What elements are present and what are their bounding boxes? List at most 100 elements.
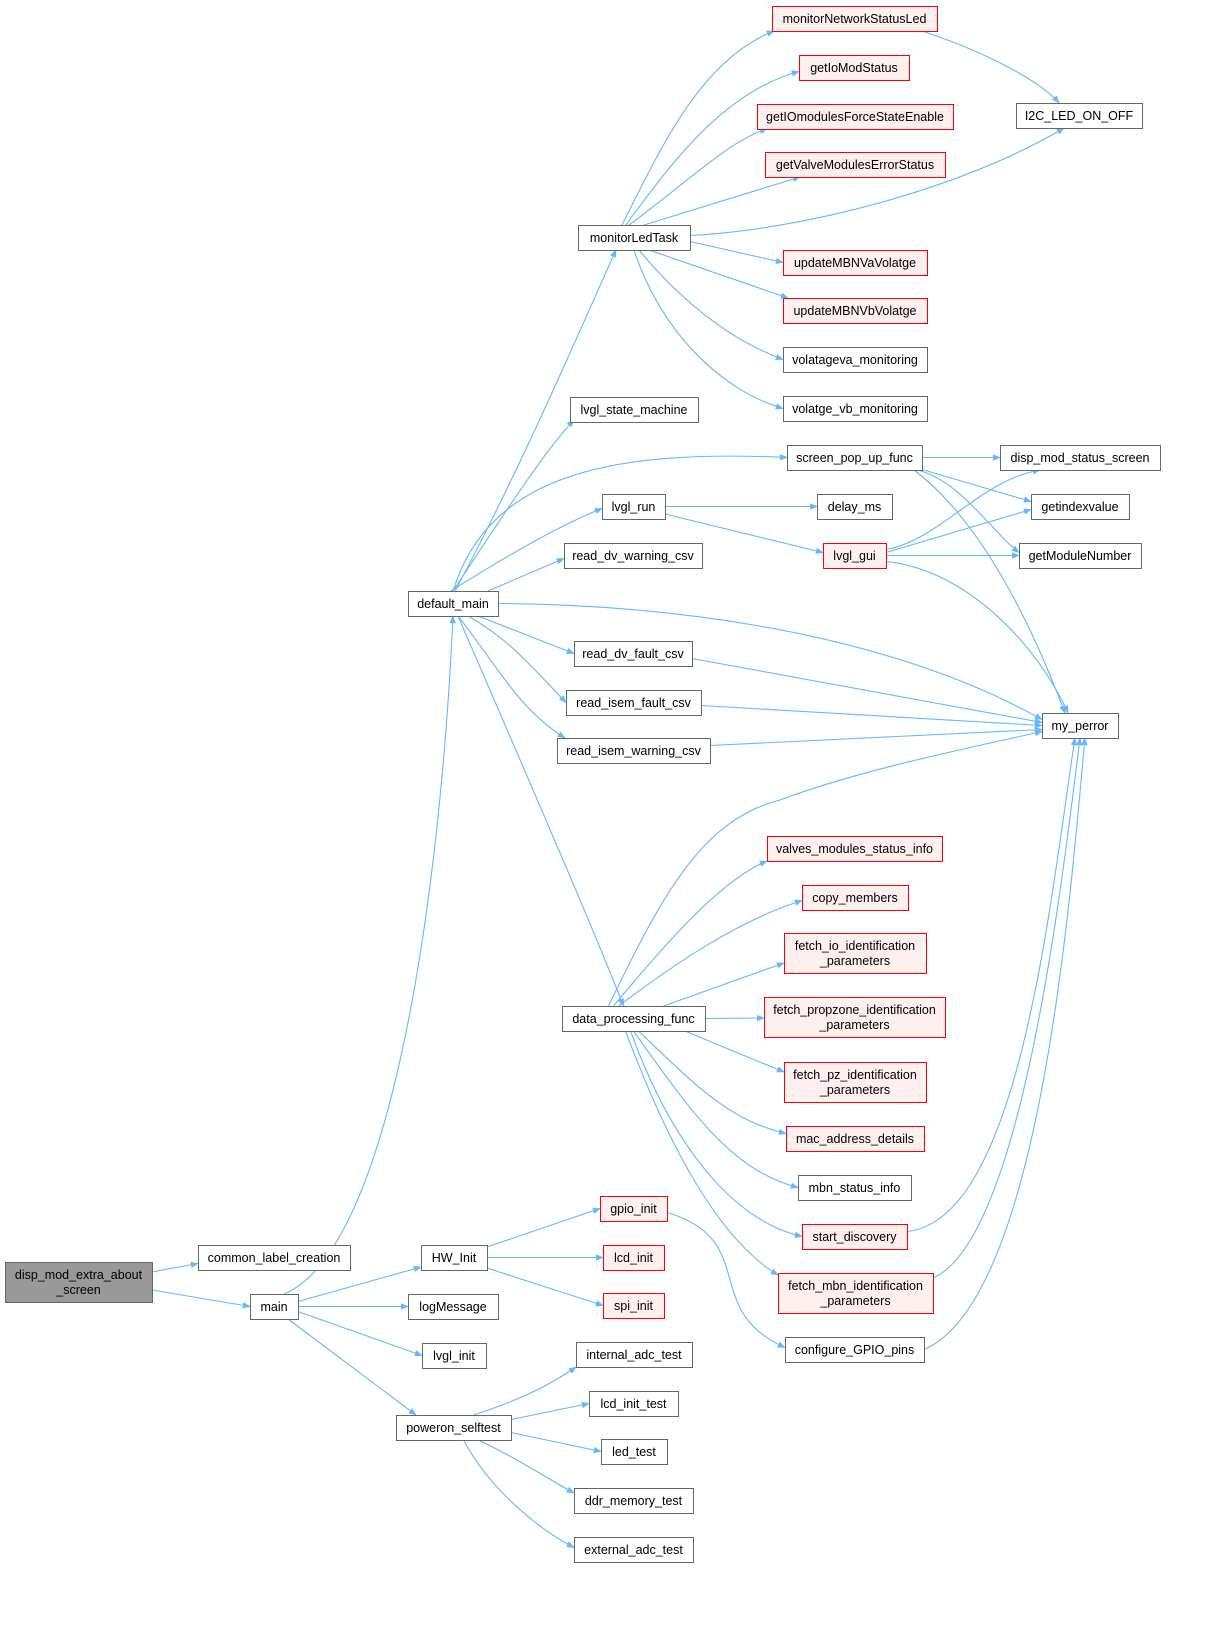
- node-data-processing-func[interactable]: data_processing_func: [562, 1006, 706, 1032]
- node-box: [564, 543, 703, 569]
- node-box: [783, 250, 928, 276]
- edge-data_processing_func-to-mbn_status_info: [633, 1030, 799, 1189]
- node-getvalvemoduleserrorstatus[interactable]: getValveModulesErrorStatus: [765, 152, 946, 178]
- node-volatageva-monitoring[interactable]: volatageva_monitoring: [783, 347, 928, 373]
- node-fetch-propzone-identification-parameters[interactable]: fetch_propzone_identification_parameters: [764, 997, 946, 1038]
- node-logmessage[interactable]: logMessage: [408, 1294, 499, 1320]
- edge-default_main-to-monitorLedTask: [454, 249, 617, 592]
- node-box: [1042, 713, 1119, 739]
- edge-monitorLedTask-to-getIoModStatus: [625, 70, 800, 226]
- node-label: ddr_memory_test: [585, 1494, 683, 1508]
- node-getmodulenumber[interactable]: getModuleNumber: [1019, 543, 1142, 569]
- node-mac-address-details[interactable]: mac_address_details: [786, 1126, 925, 1152]
- node-internal-adc-test[interactable]: internal_adc_test: [576, 1342, 693, 1368]
- node-fetch-pz-identification-parameters[interactable]: fetch_pz_identification_parameters: [784, 1062, 927, 1103]
- node-copy-members[interactable]: copy_members: [802, 885, 909, 911]
- edge-main-to-lvgl_init: [297, 1310, 423, 1357]
- node-box: [589, 1391, 679, 1417]
- node-delay-ms[interactable]: delay_ms: [817, 494, 893, 520]
- node-box: [765, 152, 946, 178]
- edge-start_discovery-to-my_perror: [906, 737, 1078, 1233]
- node-box: [1031, 494, 1130, 520]
- node-label: poweron_selftest: [406, 1421, 501, 1435]
- node-box: [601, 1439, 668, 1465]
- node-i2c-led-on-off[interactable]: I2C_LED_ON_OFF: [1016, 103, 1143, 129]
- node-read-dv-fault-csv[interactable]: read_dv_fault_csv: [574, 641, 693, 667]
- node-label: _screen: [55, 1283, 101, 1297]
- node-configure-gpio-pins[interactable]: configure_GPIO_pins: [785, 1337, 925, 1363]
- node-label: lvgl_run: [612, 500, 656, 514]
- node-box: [408, 591, 499, 617]
- node-box: [5, 1262, 153, 1303]
- edge-lvgl_run-to-lvgl_gui: [664, 513, 824, 554]
- edge-monitorLedTask-to-monitorNetworkStatusLed: [621, 30, 775, 226]
- node-main[interactable]: main: [250, 1294, 299, 1320]
- edge-root-to-main: [151, 1289, 251, 1309]
- edge-read_dv_fault_csv-to-my_perror: [691, 657, 1043, 725]
- node-box: [562, 1006, 706, 1032]
- node-valves-modules-status-info[interactable]: valves_modules_status_info: [767, 836, 943, 862]
- node-lcd-init-test[interactable]: lcd_init_test: [589, 1391, 679, 1417]
- node-label: mac_address_details: [796, 1132, 914, 1146]
- edge-screen_pop_up_func-to-getModuleNumber: [916, 469, 1020, 553]
- node-read-isem-fault-csv[interactable]: read_isem_fault_csv: [566, 690, 702, 716]
- node-label: delay_ms: [828, 500, 882, 514]
- node-getiomodstatus[interactable]: getIoModStatus: [799, 55, 910, 81]
- node-lvgl-gui[interactable]: lvgl_gui: [823, 543, 887, 569]
- node-ddr-memory-test[interactable]: ddr_memory_test: [574, 1488, 694, 1514]
- node-led-test[interactable]: led_test: [601, 1439, 668, 1465]
- node-label: lvgl_state_machine: [580, 403, 687, 417]
- node-start-discovery[interactable]: start_discovery: [802, 1224, 908, 1250]
- node-lvgl-run[interactable]: lvgl_run: [602, 494, 666, 520]
- node-fetch-mbn-identification-parameters[interactable]: fetch_mbn_identification_parameters: [778, 1273, 934, 1314]
- node-box: [798, 1175, 912, 1201]
- node-hw-init[interactable]: HW_Init: [421, 1245, 488, 1271]
- node-updatembnvavolatge[interactable]: updateMBNVaVolatge: [783, 250, 928, 276]
- node-external-adc-test[interactable]: external_adc_test: [574, 1537, 694, 1563]
- node-volatge-vb-monitoring[interactable]: volatge_vb_monitoring: [783, 396, 928, 422]
- node-gpio-init[interactable]: gpio_init: [600, 1196, 668, 1222]
- node-label: read_isem_warning_csv: [566, 744, 702, 758]
- node-root[interactable]: disp_mod_extra_about_screen: [5, 1262, 153, 1303]
- edge-HW_Init-to-gpio_init: [486, 1207, 601, 1248]
- node-lvgl-init[interactable]: lvgl_init: [422, 1343, 487, 1369]
- edge-main-to-poweron_selftest: [287, 1318, 417, 1416]
- node-read-isem-warning-csv[interactable]: read_isem_warning_csv: [557, 738, 711, 764]
- node-mbn-status-info[interactable]: mbn_status_info: [798, 1175, 912, 1201]
- node-box: [778, 1273, 934, 1314]
- node-box: [767, 836, 943, 862]
- node-label: mbn_status_info: [809, 1181, 901, 1195]
- edge-monitorNetworkStatusLed-to-I2C_LED_ON_OFF: [921, 30, 1060, 104]
- node-label: _parameters: [819, 954, 890, 968]
- node-label: I2C_LED_ON_OFF: [1025, 109, 1134, 123]
- edge-monitorLedTask-to-updateMBNVbVolatge: [648, 249, 789, 299]
- edge-default_main-to-read_dv_warning_csv: [487, 557, 565, 592]
- edge-default_main-to-lvgl_run: [450, 507, 603, 592]
- node-screen-pop-up-func[interactable]: screen_pop_up_func: [787, 445, 923, 471]
- edge-data_processing_func-to-fetch_propzone_identification_parameters: [704, 1014, 765, 1022]
- node-box: [574, 1537, 694, 1563]
- node-updatembnvbvolatge[interactable]: updateMBNVbVolatge: [783, 298, 928, 324]
- node-lcd-init[interactable]: lcd_init: [603, 1245, 665, 1271]
- node-label: lvgl_init: [433, 1349, 475, 1363]
- node-poweron-selftest[interactable]: poweron_selftest: [396, 1415, 512, 1441]
- node-box: [783, 298, 928, 324]
- node-common-label-creation[interactable]: common_label_creation: [198, 1245, 351, 1271]
- node-monitornetworkstatusled[interactable]: monitorNetworkStatusLed: [772, 6, 938, 32]
- node-fetch-io-identification-parameters[interactable]: fetch_io_identification_parameters: [784, 933, 927, 974]
- node-monitorledtask[interactable]: monitorLedTask: [578, 225, 691, 251]
- node-read-dv-warning-csv[interactable]: read_dv_warning_csv: [564, 543, 703, 569]
- node-spi-init[interactable]: spi_init: [603, 1293, 665, 1319]
- edge-configure_GPIO_pins-to-my_perror: [923, 737, 1088, 1351]
- node-default-main[interactable]: default_main: [408, 591, 499, 617]
- node-my-perror[interactable]: my_perror: [1042, 713, 1119, 739]
- edge-lvgl_gui-to-getindexvalue: [885, 508, 1032, 554]
- node-box: [557, 738, 711, 764]
- node-getiomodulesforcestateenable[interactable]: getIOmodulesForceStateEnable: [757, 104, 954, 130]
- node-box: [198, 1245, 351, 1271]
- node-getindexvalue[interactable]: getindexvalue: [1031, 494, 1130, 520]
- node-lvgl-state-machine[interactable]: lvgl_state_machine: [570, 397, 699, 423]
- node-box: [1016, 103, 1143, 129]
- node-label: read_isem_fault_csv: [576, 696, 691, 710]
- node-disp-mod-status-screen[interactable]: disp_mod_status_screen: [1000, 445, 1161, 471]
